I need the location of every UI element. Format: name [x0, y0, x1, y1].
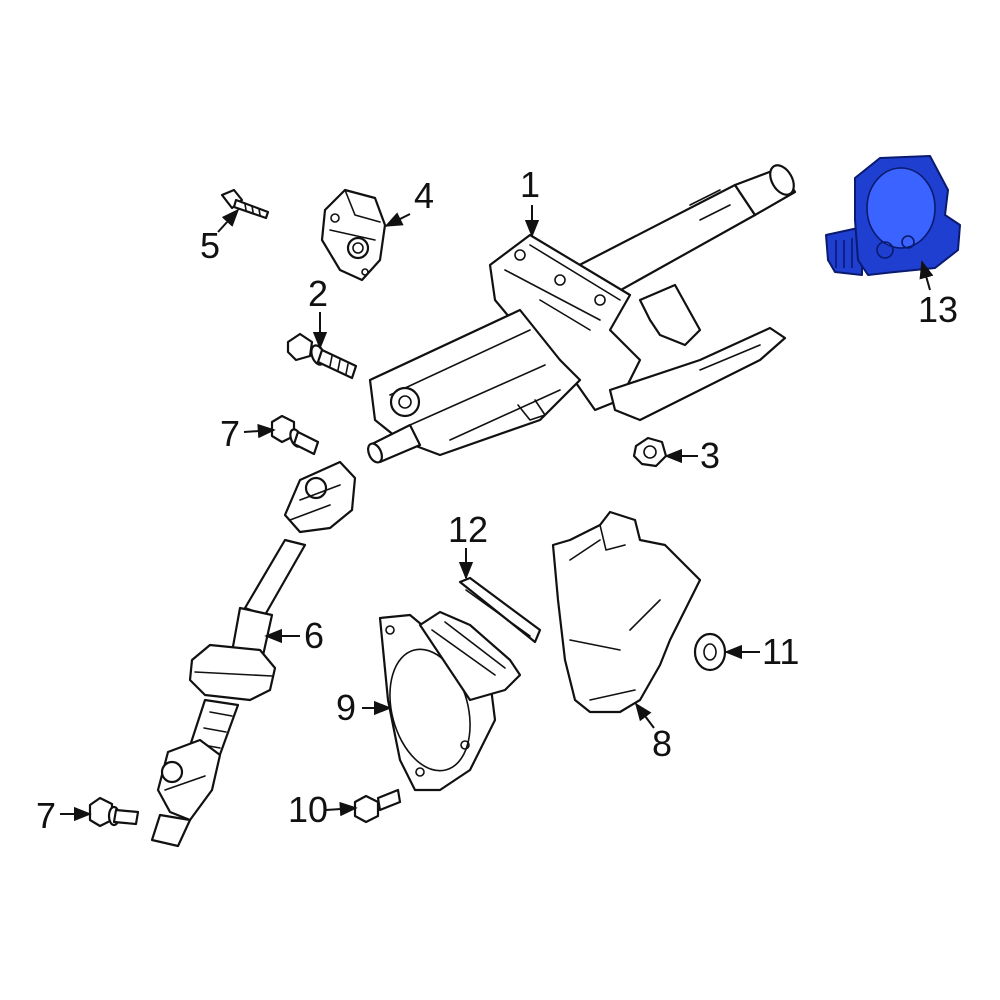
part-11-clip[interactable]	[693, 632, 727, 672]
part-2-bolt[interactable]	[286, 332, 358, 380]
part-10-bolt[interactable]	[353, 788, 402, 824]
leader-10	[325, 801, 358, 817]
callout-8[interactable]: 8	[652, 723, 672, 764]
leader-7a	[243, 423, 276, 439]
leader-lines	[60, 205, 934, 822]
part-6-intermediate-shaft[interactable]	[150, 460, 357, 848]
callout-12[interactable]: 12	[448, 509, 488, 550]
part-1-steering-column[interactable]	[365, 161, 798, 464]
part-7-bolt-lower[interactable]	[88, 796, 140, 828]
leader-13	[919, 260, 934, 291]
leader-5	[217, 208, 240, 233]
part-8-column-cover[interactable]	[551, 510, 702, 714]
leader-8	[634, 702, 655, 729]
callout-labels: 1 2 3 4 5 6 7 7 8 9 10 11 12 13	[36, 164, 958, 836]
callout-11[interactable]: 11	[762, 631, 799, 672]
callout-13[interactable]: 13	[918, 289, 958, 330]
part-3-nut[interactable]	[632, 436, 668, 468]
callout-4[interactable]: 4	[414, 175, 434, 216]
callout-3[interactable]: 3	[700, 435, 720, 476]
callout-10[interactable]: 10	[288, 789, 328, 830]
callout-5[interactable]: 5	[200, 225, 220, 266]
callout-2[interactable]: 2	[308, 273, 328, 314]
part-13-highlighted-switch[interactable]	[825, 155, 961, 276]
callout-9[interactable]: 9	[336, 687, 356, 728]
callout-7-lower[interactable]: 7	[36, 795, 56, 836]
leader-4	[384, 212, 411, 227]
callout-7-upper[interactable]: 7	[220, 413, 240, 454]
part-4-lock-housing[interactable]	[320, 188, 387, 282]
part-5-bolt[interactable]	[220, 188, 270, 220]
part-7-bolt-upper[interactable]	[270, 414, 320, 456]
callout-6[interactable]: 6	[304, 615, 324, 656]
callout-1[interactable]: 1	[520, 164, 540, 205]
part-9-dust-boot[interactable]	[377, 610, 522, 792]
